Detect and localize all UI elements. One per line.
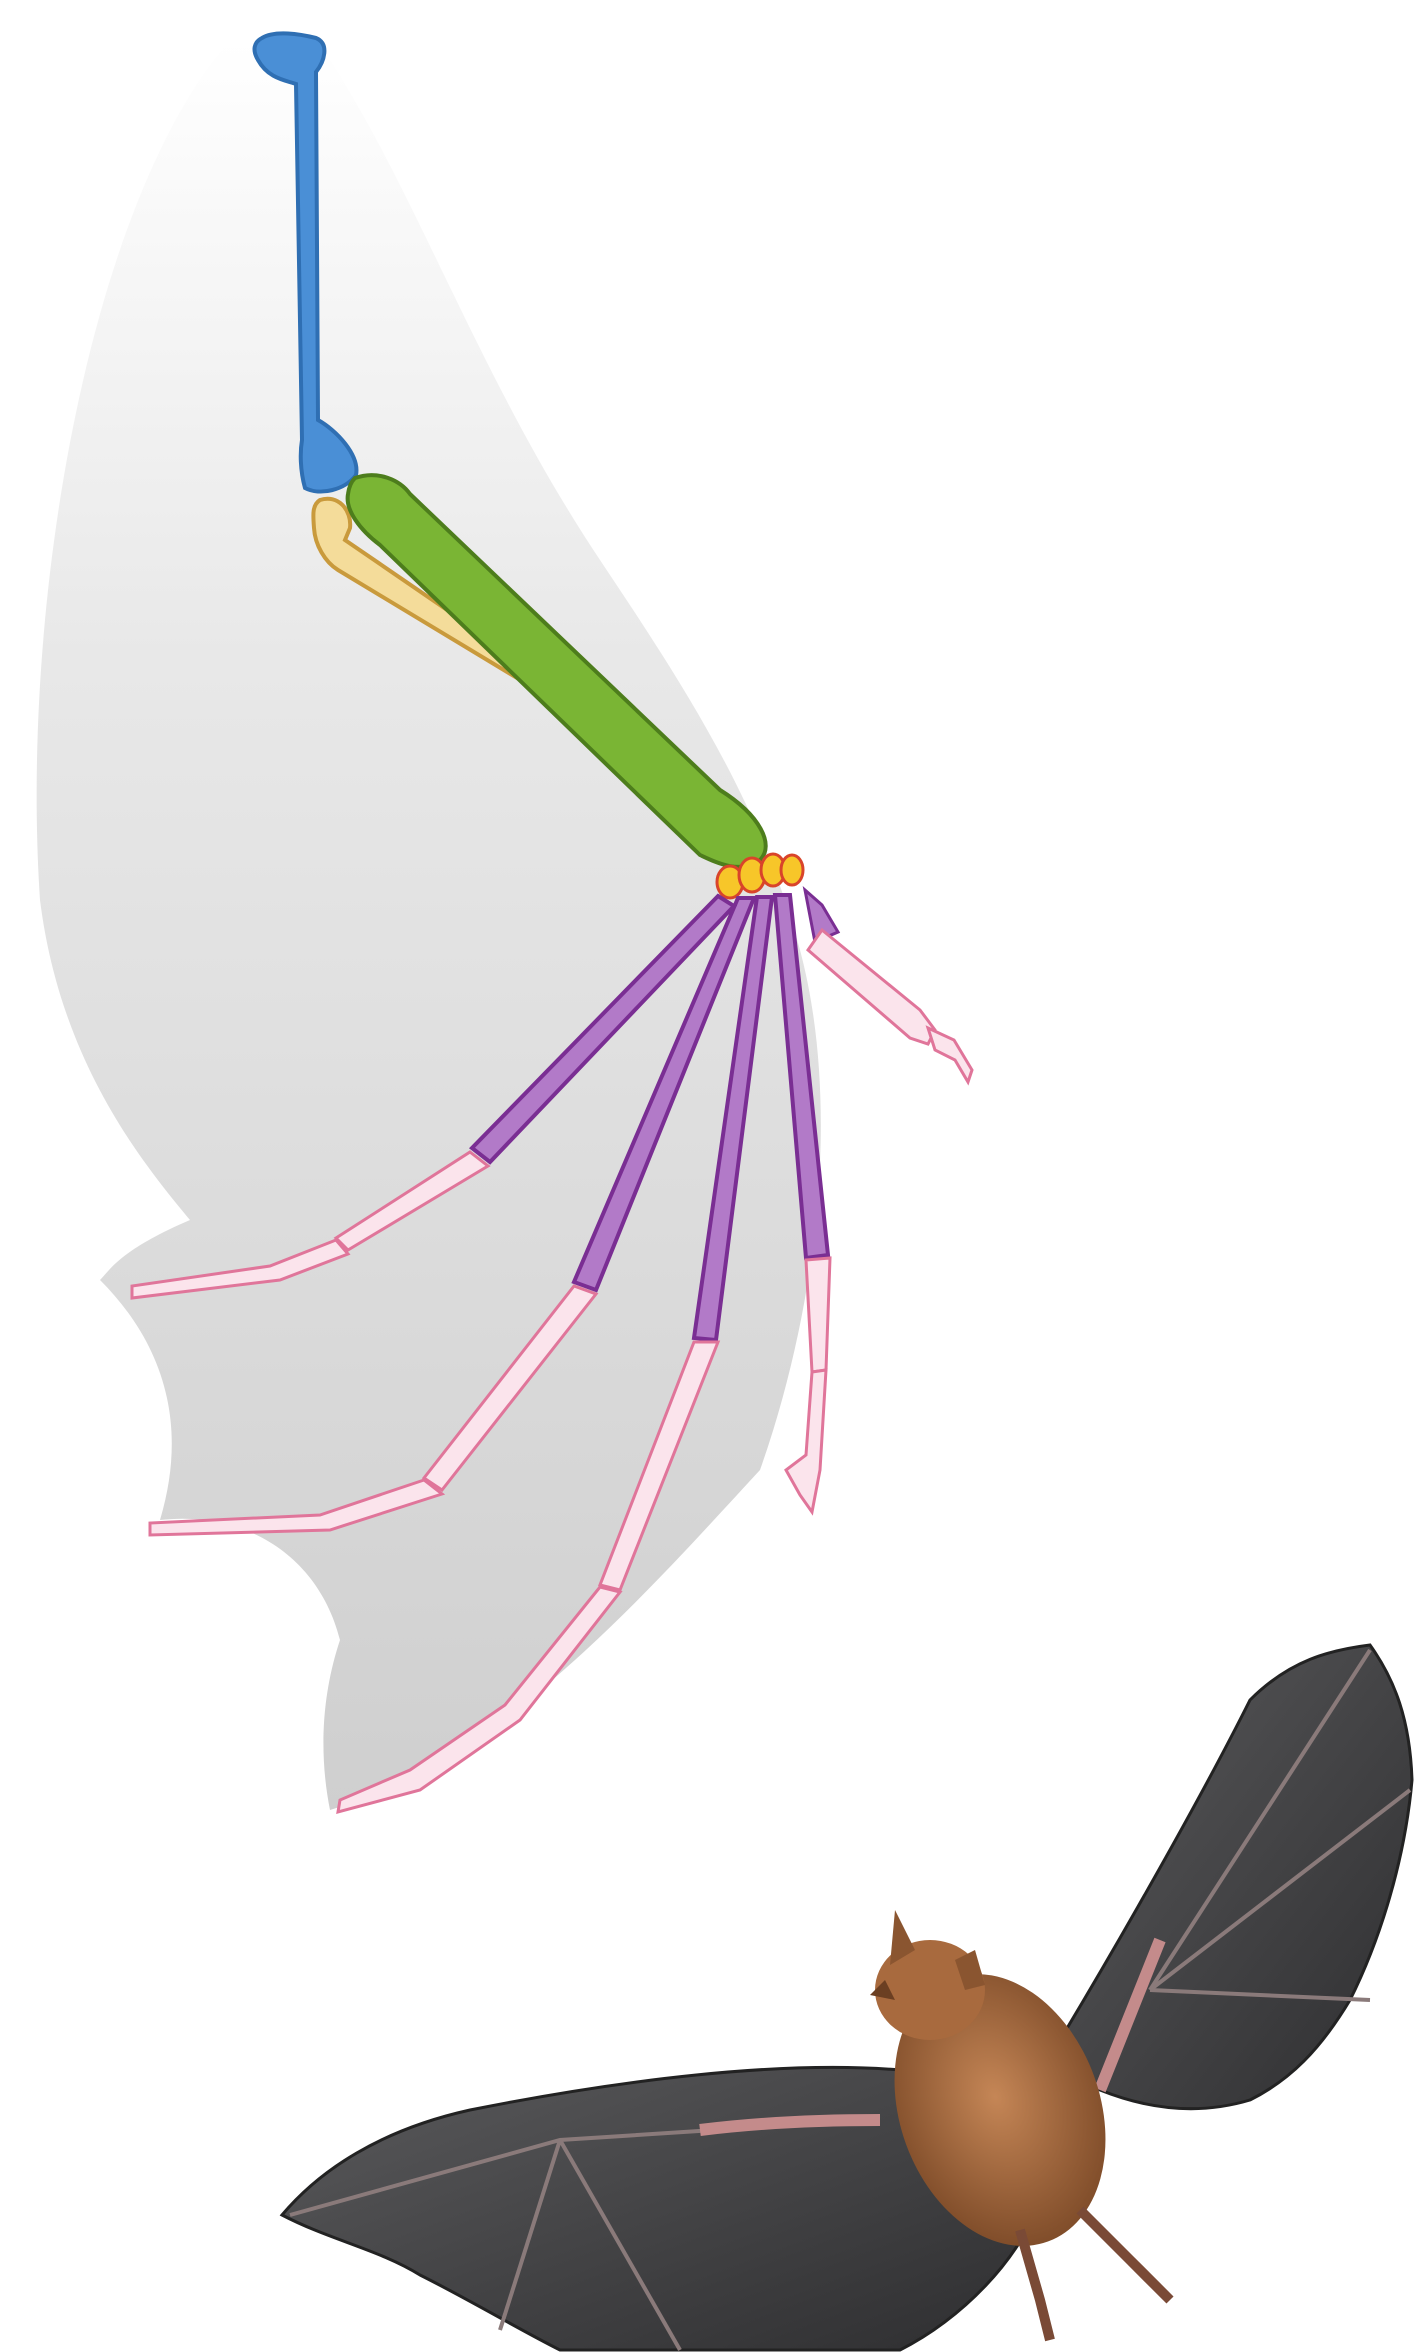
bat-right-wing (1060, 1645, 1412, 2109)
bat-leg-left (1020, 2230, 1050, 2340)
bat-leg-right (1080, 2210, 1170, 2300)
